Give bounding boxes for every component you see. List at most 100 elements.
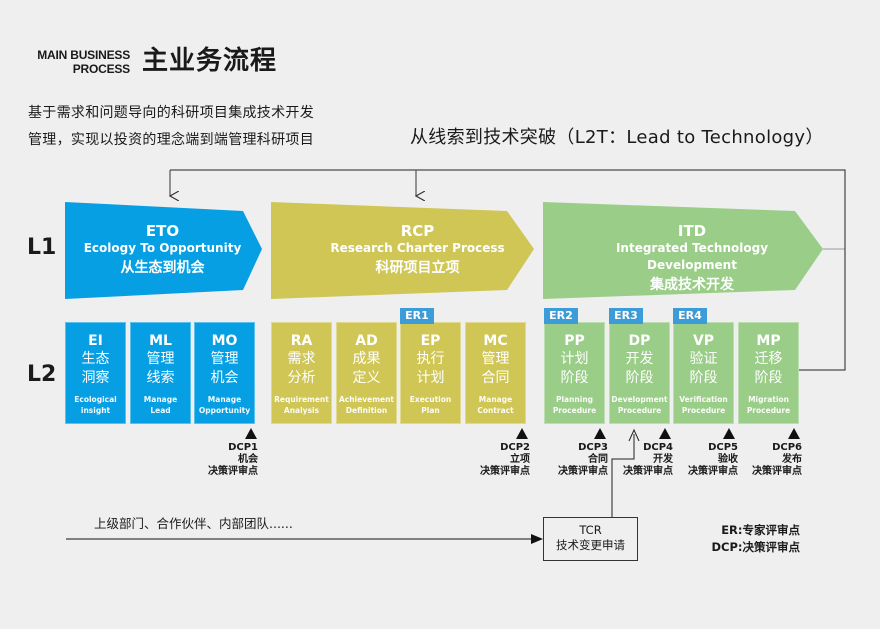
step-cn2: 定义 [352,370,381,386]
stage-cn: 科研项目立项 [375,260,460,276]
step-cn1: 计划 [560,351,589,367]
step-cn1: 开发 [625,351,654,367]
upstream-label: 上级部门、合作伙伴、内部团队...... [94,516,293,531]
stage-en: Integrated Technology Development [615,241,769,272]
stage-abbr: RCP [400,222,435,240]
step-cn1: 成果 [352,351,381,367]
step-cn2: 洞察 [81,370,110,386]
er-tag-2: ER2 [544,308,578,324]
l2t-label: 从线索到技术突破（L2T：Lead to Technology） [410,127,824,148]
stage-cn: 集成技术开发 [650,277,734,293]
tcr-to-dp-line [611,434,635,517]
stage-eto: ETO Ecology To Opportunity 从生态到机会 [65,222,260,279]
step-abbr: MC [483,333,508,349]
er-tag-4: ER4 [673,308,707,324]
dcp5-triangle-icon [723,428,735,439]
step-cn1: 管理 [481,351,510,367]
step-cn1: 管理 [210,351,239,367]
feedback-loop-line [170,169,846,371]
title-en-line1: MAIN BUSINESS [37,48,130,62]
description-line1: 基于需求和问题导向的科研项目集成技术开发 [28,105,314,121]
level-l1-label: L1 [27,235,57,260]
step-abbr: PP [564,333,585,349]
page-title: 主业务流程 [142,46,278,76]
step-cn1: 需求 [287,351,316,367]
step-abbr: MP [756,333,781,349]
legend-er: ER:专家评审点 [721,523,800,537]
step-cn1: 验证 [689,351,718,367]
stage-abbr: ITD [677,222,707,240]
step-abbr: EP [420,333,441,349]
step-cn2: 线索 [146,370,175,386]
step-cn2: 阶段 [754,370,783,386]
step-cn1: 管理 [146,351,175,367]
title-english: MAIN BUSINESS PROCESS [20,48,130,76]
stage-cn: 从生态到机会 [120,260,205,276]
title-en-line2: PROCESS [72,62,130,76]
step-cn1: 执行 [416,351,445,367]
step-abbr: EI [88,333,103,349]
itd-chevron [543,202,823,299]
step-cn1: 生态 [81,351,110,367]
step-cn2: 阶段 [689,370,718,386]
dcp4-triangle-icon [659,428,671,439]
dcp6-triangle-icon [788,428,800,439]
step-abbr: VP [692,333,715,349]
tcr-box: TCR 技术变更申请 [543,517,638,561]
step-abbr: MO [211,333,238,349]
stage-en: Research Charter Process [330,241,505,255]
er-tag-1: ER1 [400,308,434,324]
dcp1-triangle-icon [245,428,257,439]
step-abbr: DP [628,333,651,349]
step-cn2: 阶段 [560,370,589,386]
tcr-to-dp-arrowhead [628,428,640,442]
stage-itd: ITD Integrated Technology Development 集成… [572,222,812,296]
step-abbr: AD [355,333,378,349]
step-cn2: 计划 [416,370,445,386]
step-cn2: 分析 [287,370,316,386]
legend: ER:专家评审点 DCP:决策评审点 [680,522,800,556]
legend-dcp: DCP:决策评审点 [711,540,800,554]
stage-en: Ecology To Opportunity [83,241,242,255]
level-l2-label: L2 [27,362,57,387]
step-abbr: ML [149,333,172,349]
step-cn1: 迁移 [754,351,783,367]
rcp-chevron [271,202,534,299]
stage-rcp: RCP Research Charter Process 科研项目立项 [300,222,535,279]
stage-abbr: ETO [145,222,180,240]
tcr-cn: 技术变更申请 [556,538,625,552]
er-tag-3: ER3 [609,308,643,324]
step-cn2: 机会 [210,370,239,386]
step-abbr: RA [290,333,313,349]
dcp3-triangle-icon [594,428,606,439]
dcp2-triangle-icon [516,428,528,439]
